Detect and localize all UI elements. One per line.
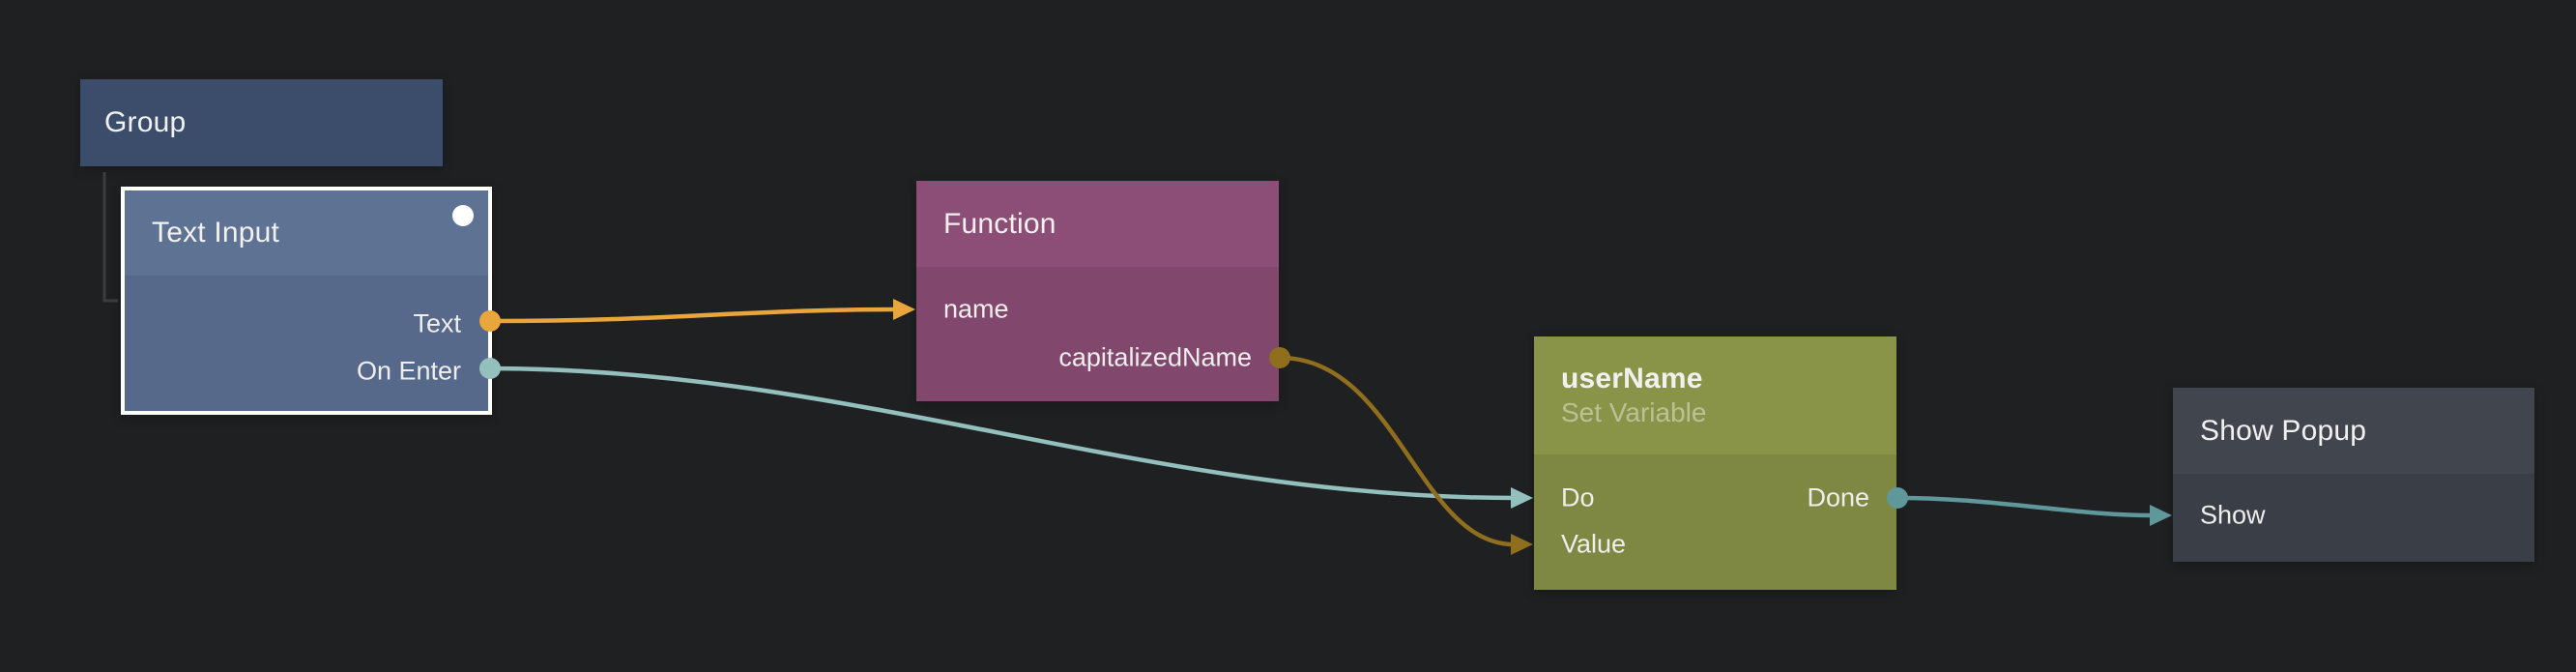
node-title: userName — [1561, 363, 1703, 394]
node-set-variable-body: Do Value Done — [1534, 454, 1896, 590]
port-output-capitalizedname[interactable]: capitalizedName — [1058, 342, 1252, 372]
node-text-input-header: Text Input — [125, 190, 488, 276]
port-input-do[interactable]: Do — [1561, 482, 1595, 512]
arrowhead-name-input — [893, 299, 915, 320]
node-function[interactable]: Function name capitalizedName — [916, 181, 1279, 401]
wire-text-to-name[interactable] — [489, 307, 897, 324]
arrowhead-show-input — [2150, 505, 2172, 526]
arrowhead-value-input — [1511, 534, 1533, 555]
node-set-variable-header: userName Set Variable — [1534, 336, 1896, 454]
port-input-name[interactable]: name — [943, 294, 1009, 324]
node-title: Function — [943, 207, 1056, 240]
port-output-on-enter[interactable]: On Enter — [356, 356, 461, 386]
node-show-popup[interactable]: Show Popup Show — [2173, 388, 2534, 562]
node-set-variable-username[interactable]: userName Set Variable Do Value Done — [1534, 336, 1896, 590]
node-title: Text Input — [152, 217, 280, 248]
connection-indicator-dot — [452, 205, 474, 226]
group-child-hierarchy-line — [102, 172, 118, 303]
wire-capitalizedname-to-value[interactable] — [1279, 355, 1515, 547]
node-subtitle: Set Variable — [1561, 397, 1707, 427]
node-group-header: Group — [80, 79, 443, 166]
node-title: Show Popup — [2200, 414, 2367, 447]
port-input-show[interactable]: Show — [2200, 500, 2266, 530]
node-function-header: Function — [916, 181, 1279, 267]
node-show-popup-header: Show Popup — [2173, 388, 2534, 474]
node-title: Group — [104, 106, 187, 138]
node-text-input-body: Text On Enter — [125, 276, 488, 411]
wire-done-to-show[interactable] — [1896, 495, 2154, 518]
node-show-popup-body: Show — [2173, 474, 2534, 562]
node-function-body: name capitalizedName — [916, 267, 1279, 401]
port-output-text[interactable]: Text — [413, 308, 461, 338]
node-group[interactable]: Group — [80, 79, 443, 166]
port-input-value[interactable]: Value — [1561, 529, 1627, 559]
port-output-done[interactable]: Done — [1807, 482, 1869, 512]
arrowhead-do-input — [1511, 487, 1533, 509]
node-text-input[interactable]: Text Input Text On Enter — [121, 187, 492, 415]
